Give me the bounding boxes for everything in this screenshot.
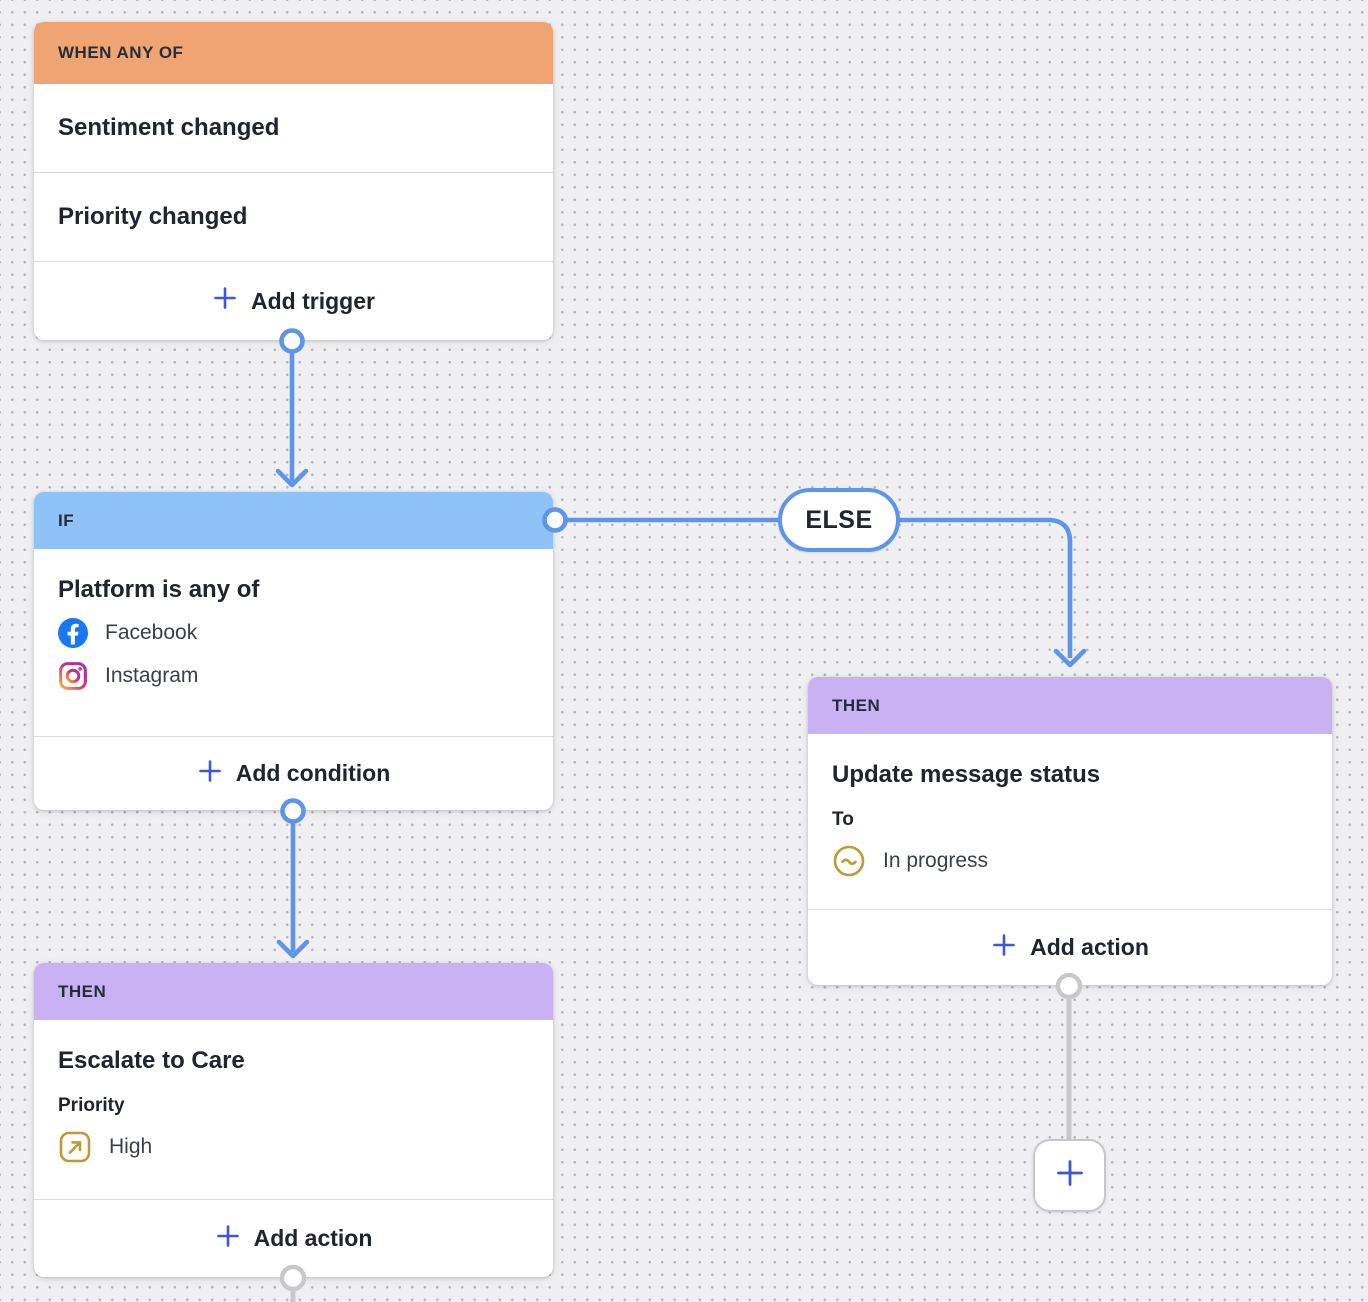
add-action-button-primary[interactable]: Add action [34,1199,553,1277]
action-card-header-label: THEN [832,695,881,715]
action-card-body[interactable]: Update message status To In progress [808,734,1332,909]
add-condition-label: Add condition [235,760,391,786]
else-branch-pill[interactable]: ELSE [778,488,900,552]
trigger-card: WHEN ANY OF Sentiment changed Priority c… [34,22,553,340]
condition-card-header: IF [34,492,553,549]
plus-icon [1054,1157,1086,1194]
connector-condition-to-action [276,798,310,959]
trigger-item-sentiment-changed[interactable]: Sentiment changed [34,84,553,172]
facebook-icon [58,617,88,648]
add-trigger-label: Add trigger [251,287,375,314]
add-condition-button[interactable]: Add condition [34,736,553,810]
connector-action-to-add-node [1055,972,1083,1141]
add-node-button[interactable] [1033,1139,1106,1212]
condition-card: IF Platform is any of Facebook [34,492,553,810]
platform-label: Facebook [105,620,198,644]
add-action-button-else[interactable]: Add action [808,909,1332,985]
action-field-label: Priority [58,1094,125,1116]
add-trigger-button[interactable]: Add trigger [34,261,553,340]
add-action-label: Add action [1030,934,1149,960]
status-in-progress-icon [832,844,866,878]
plus-icon [197,758,223,790]
trigger-item-priority-changed[interactable]: Priority changed [34,172,553,261]
trigger-card-header-label: WHEN ANY OF [58,43,184,62]
action-field-label: To [832,808,854,830]
plus-icon [212,285,238,317]
platform-row-facebook: Facebook [58,617,529,648]
condition-title: Platform is any of [58,576,260,603]
action-value-row: High [58,1130,529,1164]
connector-trigger-to-condition [275,328,309,488]
action-value-row: In progress [832,844,1308,878]
action-card-header: THEN [808,677,1332,734]
action-card-header-label: THEN [58,981,107,1001]
condition-card-header-label: IF [58,510,75,530]
trigger-card-header: WHEN ANY OF [34,22,553,84]
trigger-item-label: Priority changed [58,203,248,230]
add-action-label: Add action [253,1225,373,1251]
instagram-icon [58,661,88,691]
condition-card-body[interactable]: Platform is any of Facebook [34,549,553,736]
trigger-item-label: Sentiment changed [58,114,280,141]
plus-icon [991,932,1017,964]
action-card-primary: THEN Escalate to Care Priority High Add … [34,963,553,1277]
platform-label: Instagram [105,663,199,687]
action-value-label: In progress [883,848,989,872]
action-card-else: THEN Update message status To In progres… [808,677,1332,985]
action-value-label: High [109,1134,153,1158]
platform-row-instagram: Instagram [58,661,529,691]
action-card-header: THEN [34,963,553,1020]
action-title: Update message status [832,761,1101,788]
action-card-body[interactable]: Escalate to Care Priority High [34,1020,553,1199]
plus-icon [215,1223,241,1255]
else-branch-label: ELSE [805,505,873,534]
action-title: Escalate to Care [58,1047,245,1074]
priority-high-icon [58,1130,92,1164]
